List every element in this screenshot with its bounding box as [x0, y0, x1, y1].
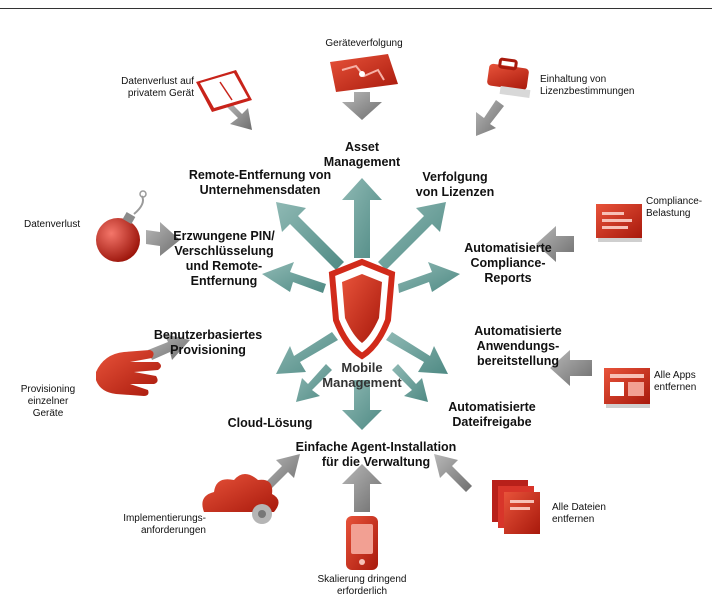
gray-arrow-geraeteverfolgung	[342, 92, 382, 120]
gray-arrow-skalierung	[342, 464, 382, 512]
shield-icon	[328, 258, 396, 360]
files-stack-icon	[492, 480, 540, 534]
trigger-compliance-belastung: Compliance-Belastung	[646, 196, 703, 219]
feature-cloud-loesung: Cloud-Lösung	[227, 416, 313, 430]
gray-arrow-datenverlust	[146, 222, 180, 256]
teal-arrow-up-right	[378, 202, 446, 270]
hand-icon	[96, 350, 161, 396]
gray-arrow-datenverlust-privat	[226, 102, 252, 130]
teal-arrow-down	[342, 380, 382, 430]
top-divider	[0, 8, 712, 9]
teal-arrow-up	[342, 178, 382, 258]
teal-arrow-right	[398, 262, 460, 293]
bomb-icon	[96, 190, 147, 262]
gray-arrow-implementierung	[262, 454, 300, 492]
center-title: Mobile Management	[302, 360, 422, 390]
cloud-icon	[202, 474, 279, 524]
map-icon	[330, 54, 398, 92]
gray-arrow-compliance	[536, 226, 574, 262]
teal-arrow-left	[262, 262, 326, 293]
gray-arrow-alle-dateien	[434, 454, 472, 492]
trigger-datenverlust: Datenverlust	[24, 219, 81, 230]
gray-arrow-alle-apps	[550, 350, 592, 386]
teal-arrow-up-left	[276, 202, 344, 270]
teal-arrow-lower-left	[296, 364, 332, 402]
phone-icon	[346, 516, 378, 570]
trigger-geraeteverfolgung: Geräteverfolgung	[325, 38, 403, 49]
compliance-document-icon	[596, 204, 642, 242]
teal-arrow-lower-right	[392, 364, 428, 402]
apps-screen-icon	[604, 368, 650, 408]
teal-arrow-down-right	[386, 332, 448, 374]
gray-arrow-provisioning	[148, 334, 190, 360]
tablet-icon	[196, 70, 252, 112]
center-title-line1: Mobile	[341, 360, 383, 375]
center-title-line2: Management	[322, 375, 402, 390]
trigger-implementierung: Implementierungs-anforderungen	[123, 513, 206, 536]
gray-arrow-lizenzen	[476, 100, 504, 136]
briefcase-icon	[487, 57, 531, 99]
teal-arrow-down-left	[276, 332, 338, 374]
